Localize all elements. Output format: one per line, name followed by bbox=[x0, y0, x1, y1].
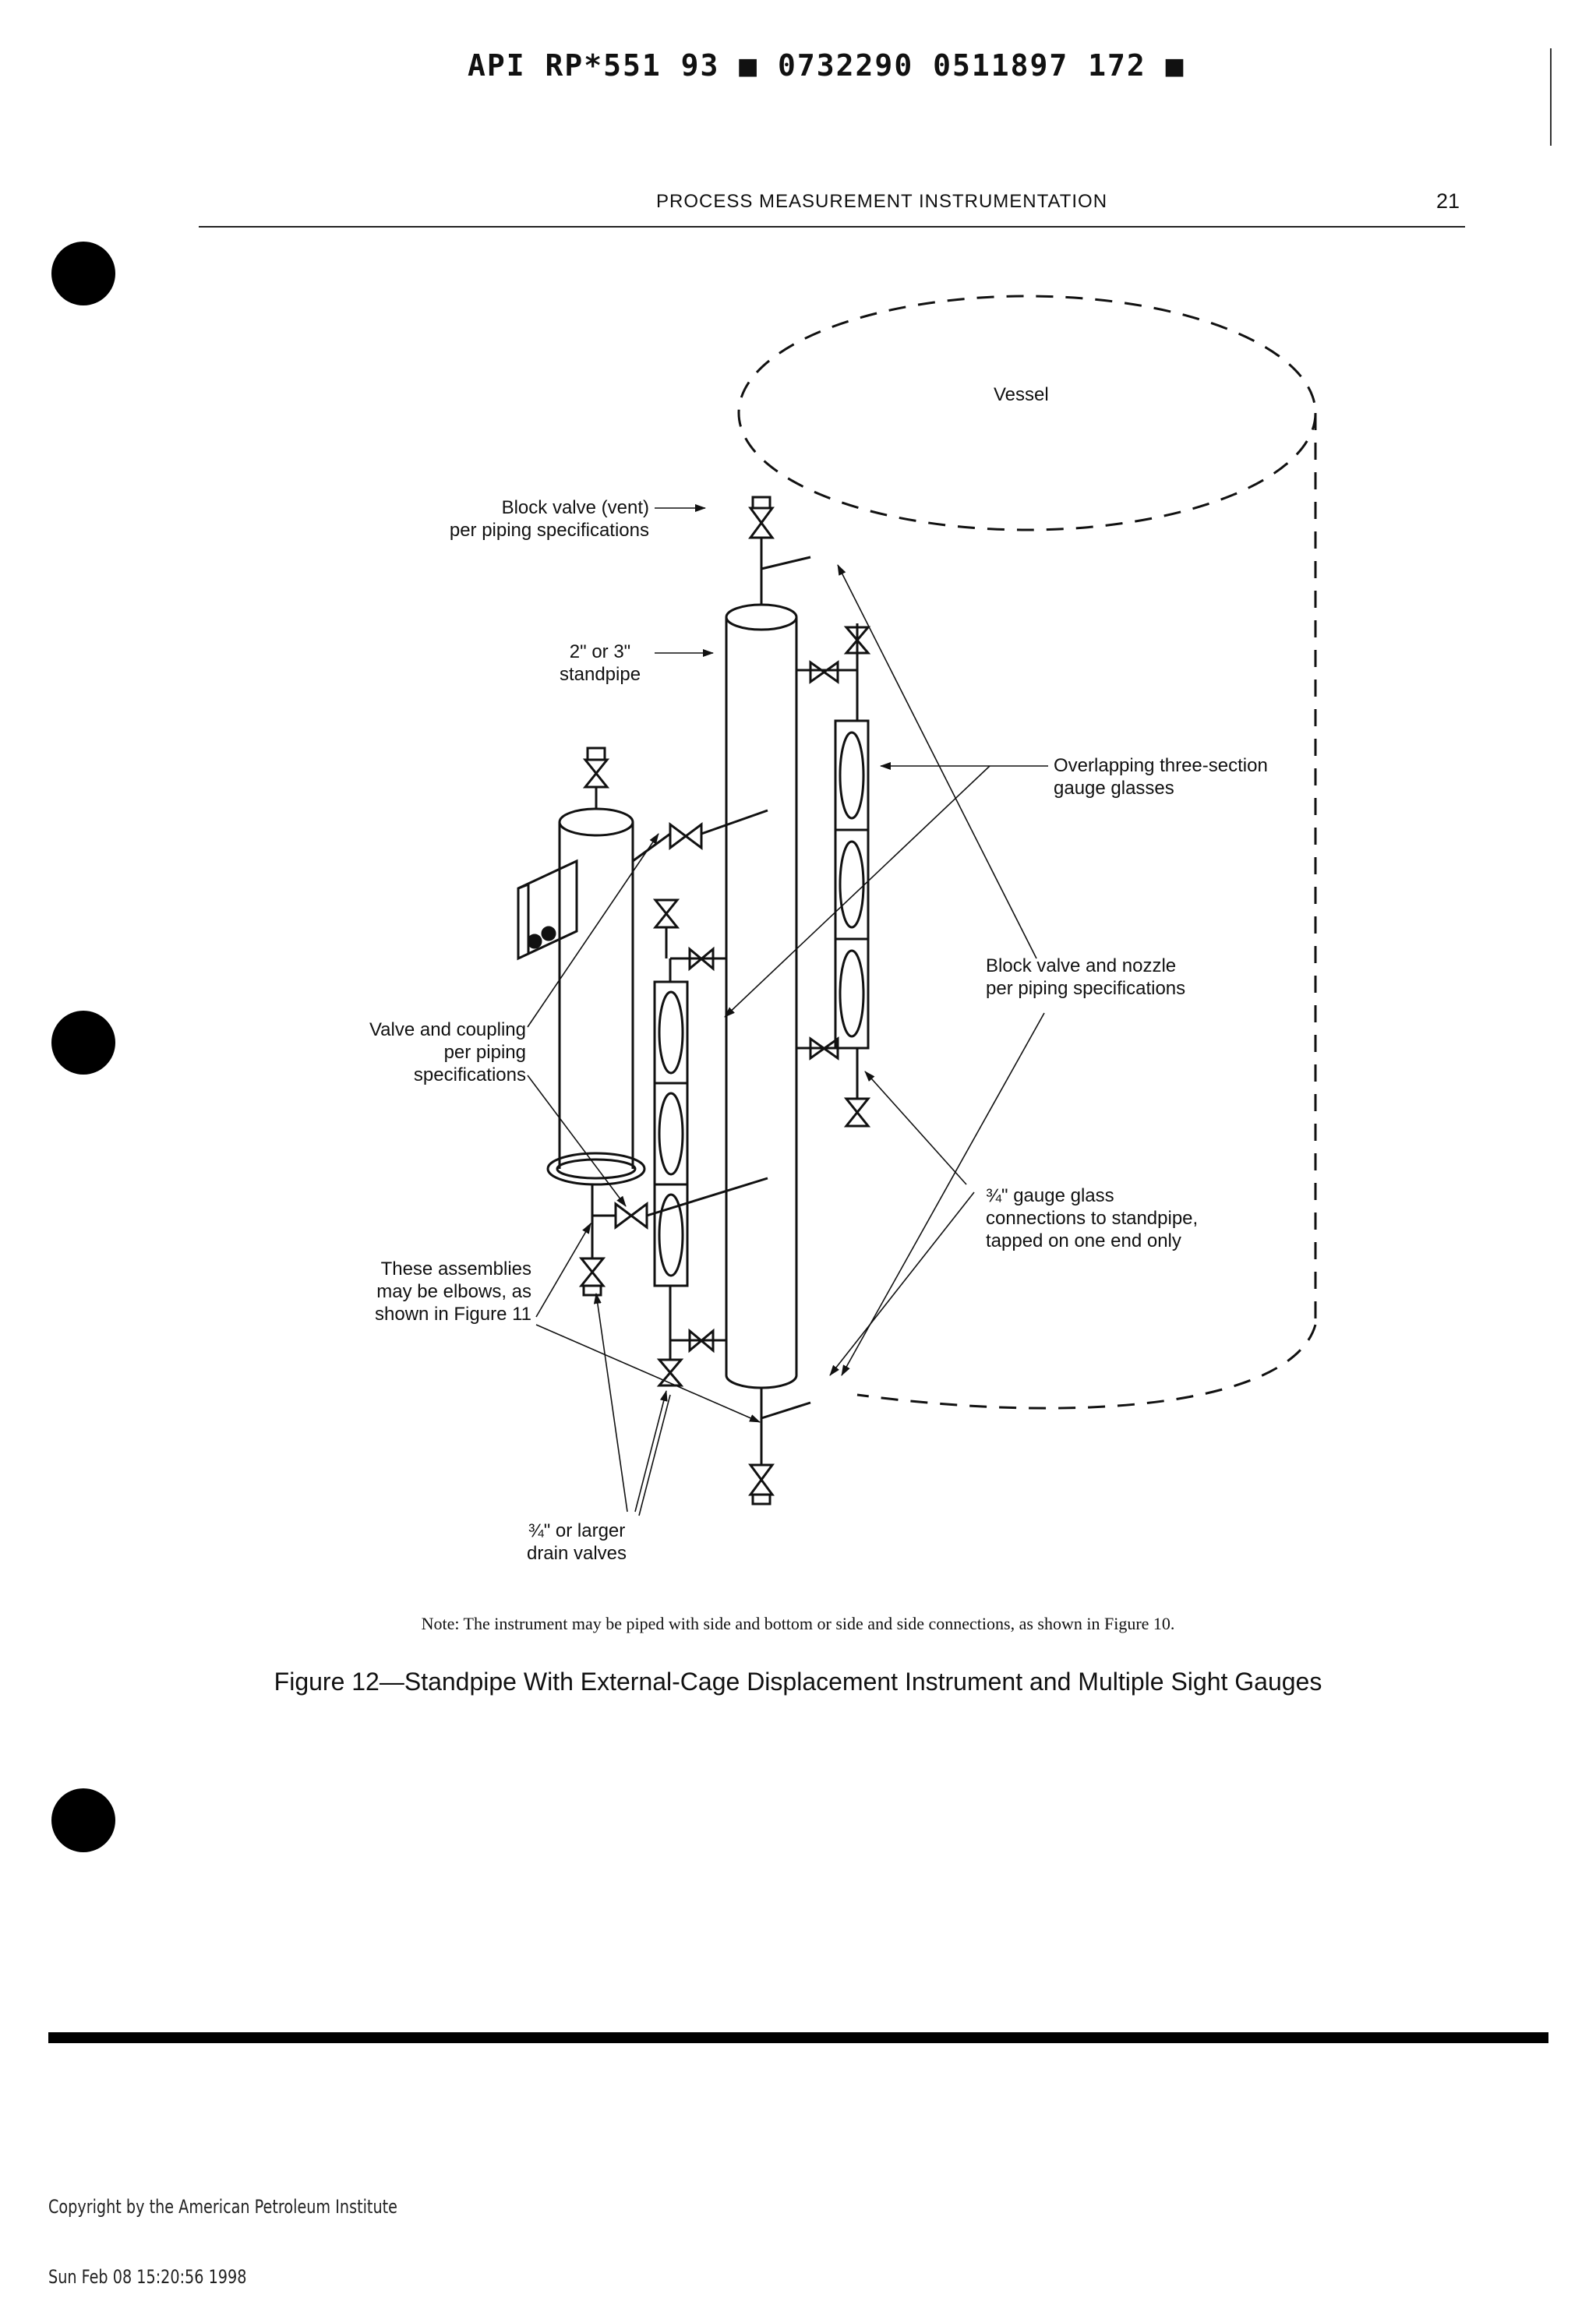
vessel-outline bbox=[737, 295, 1317, 1410]
copyright-notice: Copyright by the American Petroleum Inst… bbox=[48, 2148, 397, 2312]
drain-valves-label: ¾" or larger drain valves bbox=[514, 1520, 639, 1565]
figure-drawing bbox=[517, 295, 1317, 1516]
gauge-connections-label: ¾" gauge glass connections to standpipe,… bbox=[986, 1184, 1198, 1252]
standpipe-body bbox=[725, 549, 811, 1465]
valve-coupling-label: Valve and coupling per piping specificat… bbox=[312, 1018, 526, 1086]
figure-caption: Figure 12—Standpipe With External-Cage D… bbox=[274, 1668, 1322, 1696]
figure-note: Note: The instrument may be piped with s… bbox=[421, 1614, 1175, 1633]
header-rule bbox=[199, 226, 1465, 228]
gauge-glasses-label: Overlapping three-section gauge glasses bbox=[1054, 754, 1268, 799]
scan-edge-line bbox=[1550, 48, 1552, 146]
drain-valves-line-1: ¾" or larger bbox=[528, 1520, 626, 1541]
standpipe-line-1: 2" or 3" bbox=[569, 641, 631, 662]
assemblies-label: These assemblies may be elbows, as shown… bbox=[312, 1258, 531, 1325]
displacer-cage bbox=[517, 747, 768, 1297]
gauge-connections-line-1: ¾" gauge glass bbox=[986, 1185, 1114, 1206]
valve-coupling-line-1: Valve and coupling bbox=[369, 1019, 526, 1040]
standpipe-line-2: standpipe bbox=[559, 664, 641, 685]
gauge-connections-line-2: connections to standpipe, bbox=[986, 1208, 1199, 1229]
block-valve-nozzle-line-2: per piping specifications bbox=[986, 978, 1186, 999]
running-header: PROCESS MEASUREMENT INSTRUMENTATION bbox=[656, 191, 1108, 212]
assemblies-line-2: may be elbows, as bbox=[376, 1281, 531, 1302]
block-valve-vent-line-1: Block valve (vent) bbox=[501, 497, 649, 518]
bottom-drain-valve-symbol bbox=[748, 1463, 775, 1505]
vent-valve-symbol bbox=[748, 496, 775, 549]
leader-lines bbox=[527, 504, 1048, 1516]
assemblies-line-1: These assemblies bbox=[380, 1258, 531, 1280]
valve-coupling-line-2: per piping bbox=[443, 1042, 526, 1063]
gauge-glasses-line-1: Overlapping three-section bbox=[1054, 755, 1268, 776]
gauge-glasses-line-2: gauge glasses bbox=[1054, 778, 1174, 799]
copyright-line-1: Copyright by the American Petroleum Inst… bbox=[48, 2196, 397, 2218]
page-number: 21 bbox=[1436, 189, 1460, 213]
block-valve-nozzle-label: Block valve and nozzle per piping specif… bbox=[986, 955, 1185, 1000]
valve-coupling-line-3: specifications bbox=[413, 1064, 526, 1085]
block-valve-vent-line-2: per piping specifications bbox=[449, 520, 649, 541]
punch-hole-bottom bbox=[51, 1788, 115, 1852]
right-gauge-glass-assembly bbox=[796, 623, 871, 1128]
footer-bar bbox=[48, 2032, 1548, 2043]
document-code-line: API RP*551 93 ■ 0732290 0511897 172 ■ bbox=[468, 48, 1185, 83]
copyright-timestamp: Sun Feb 08 15:20:56 1998 bbox=[48, 2266, 247, 2288]
block-valve-vent-label: Block valve (vent) per piping specificat… bbox=[390, 496, 649, 542]
block-valve-nozzle-line-1: Block valve and nozzle bbox=[986, 955, 1177, 976]
gauge-connections-line-3: tapped on one end only bbox=[986, 1230, 1181, 1251]
drain-valves-line-2: drain valves bbox=[526, 1543, 627, 1564]
standpipe-label: 2" or 3" standpipe bbox=[546, 641, 655, 686]
vessel-label: Vessel bbox=[994, 384, 1049, 405]
left-gauge-glass-assembly bbox=[652, 898, 726, 1387]
punch-hole-top bbox=[51, 242, 115, 305]
assemblies-line-3: shown in Figure 11 bbox=[375, 1304, 531, 1325]
punch-hole-middle bbox=[51, 1011, 115, 1075]
